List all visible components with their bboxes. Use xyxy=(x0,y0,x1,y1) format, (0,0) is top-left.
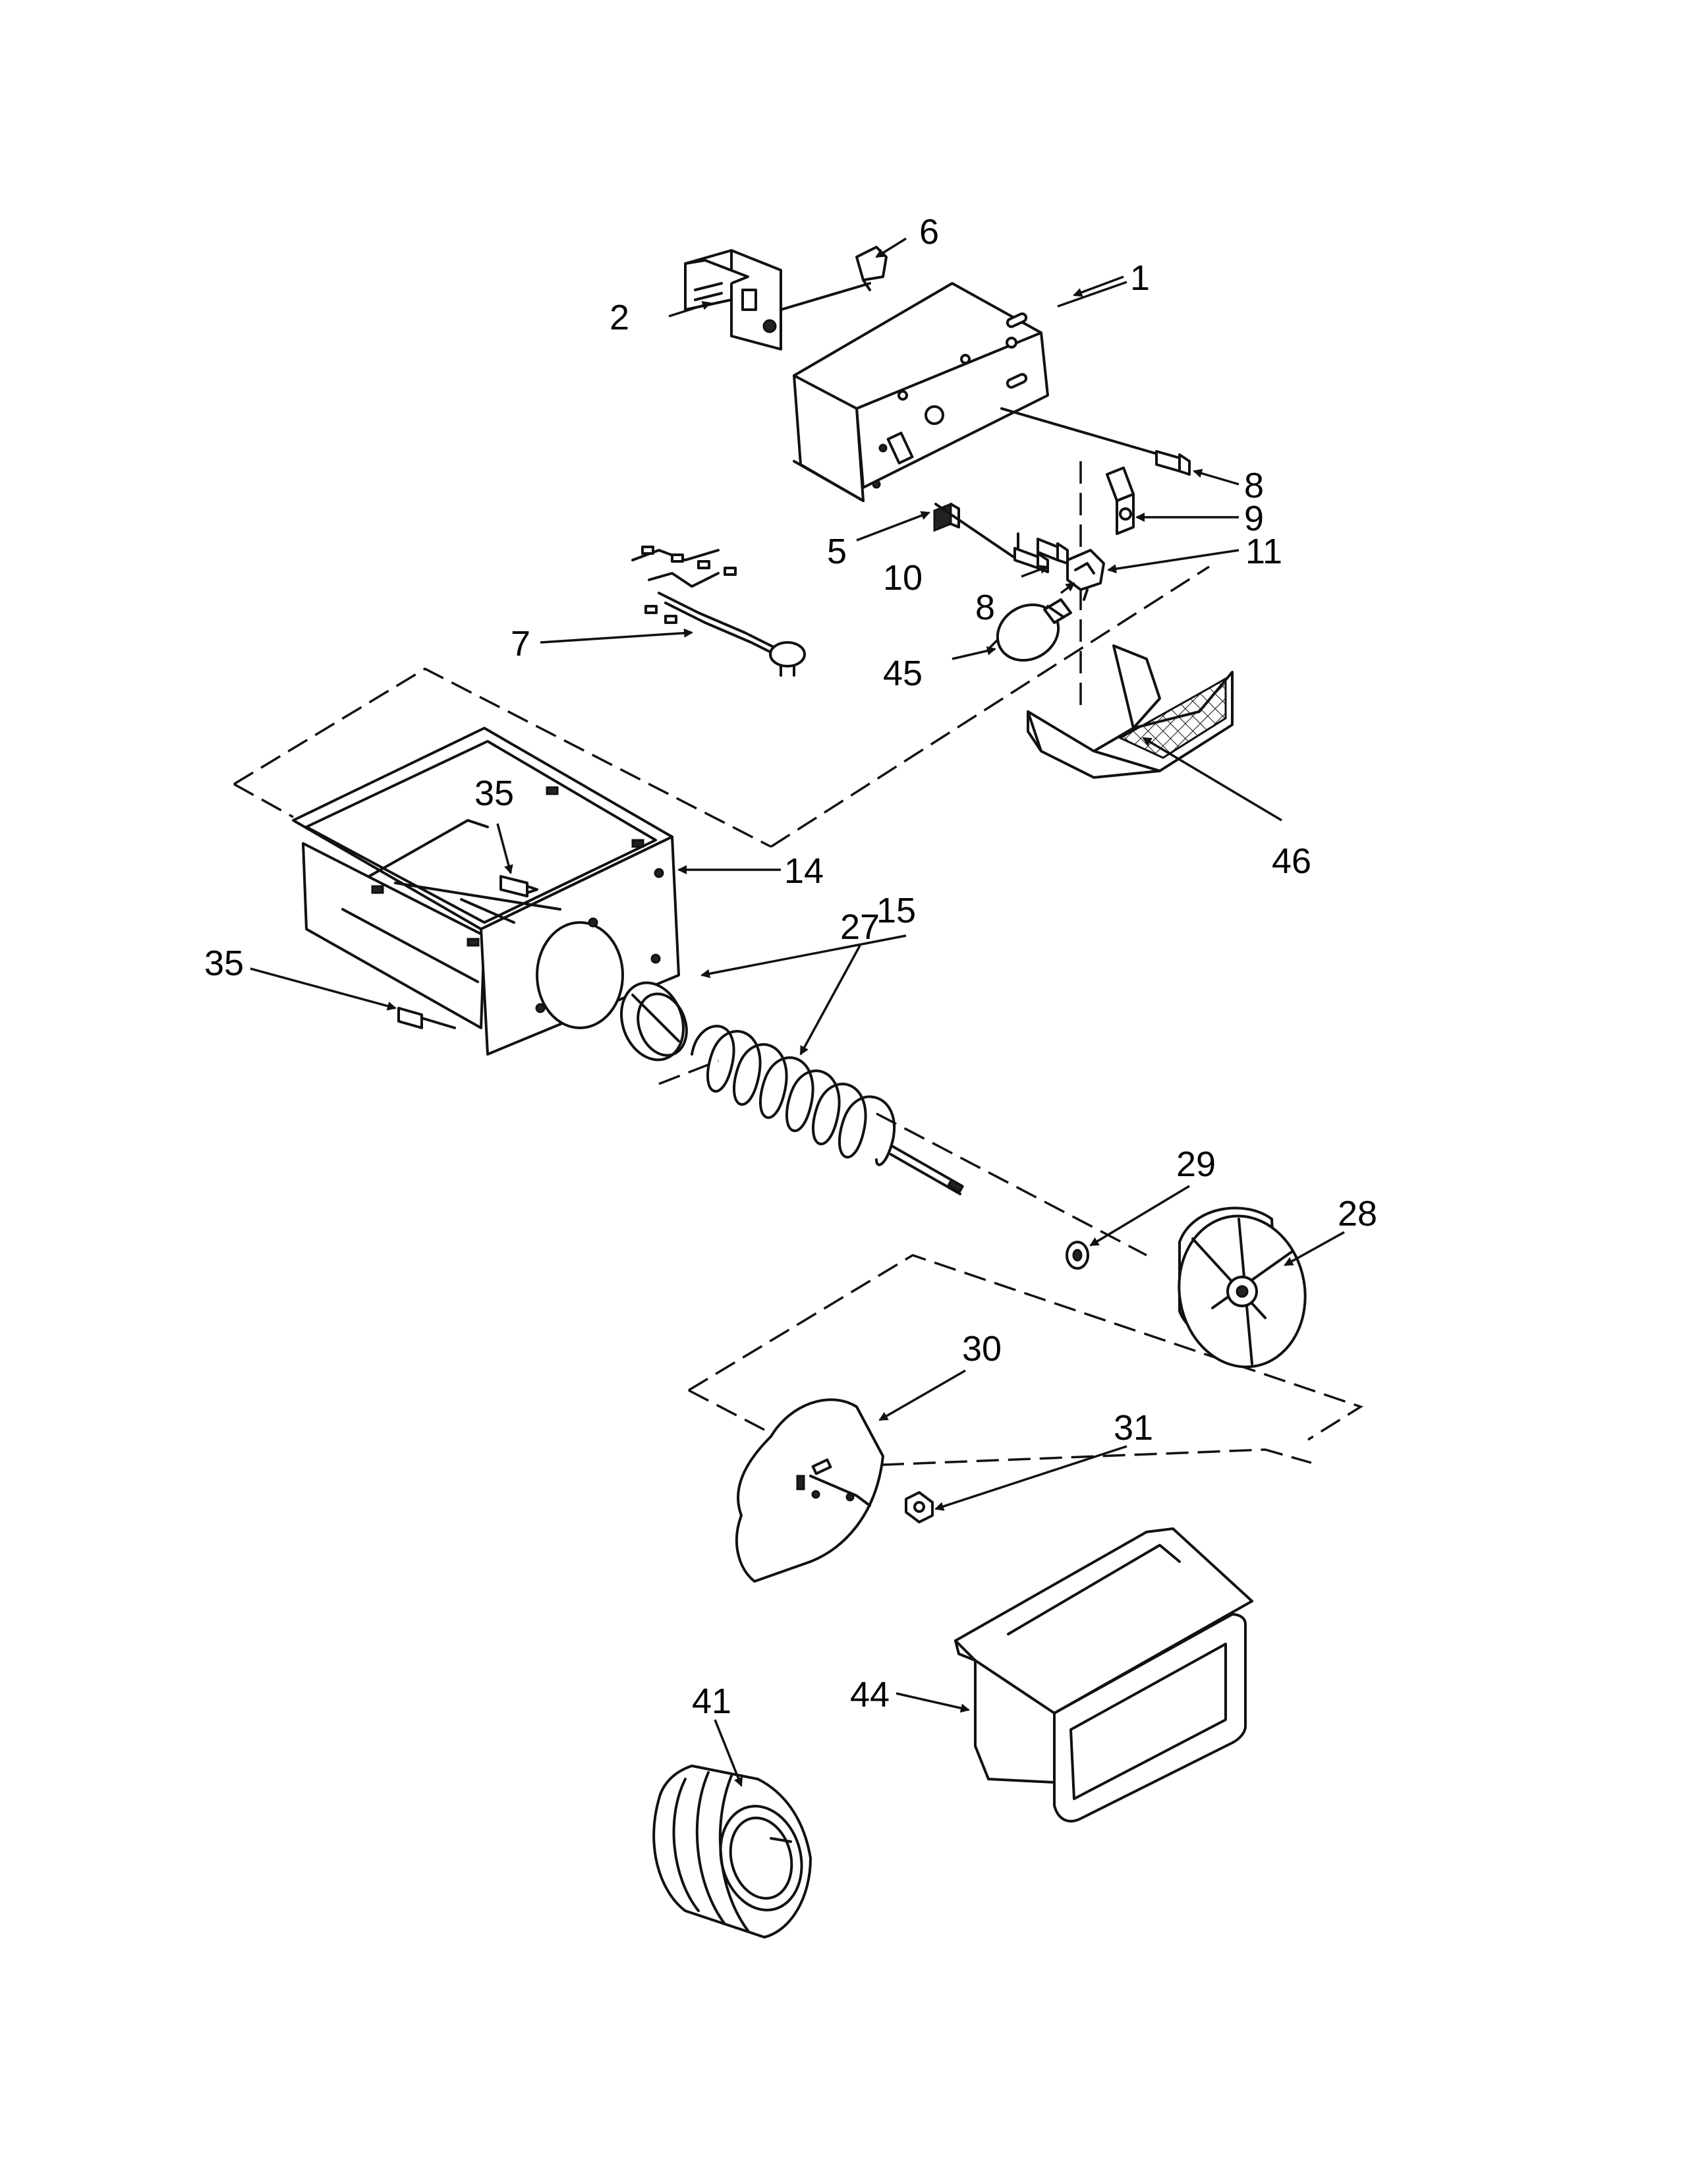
callout-1: 1 xyxy=(1130,258,1150,298)
grille xyxy=(1027,644,1234,779)
callout-2: 2 xyxy=(610,298,629,337)
callout-6: 6 xyxy=(919,212,939,252)
lamp-socket xyxy=(1066,549,1105,601)
callout-labels: 1 2 5 6 7 8 9 11 10 8 45 46 35 14 15 27 … xyxy=(204,212,1377,1721)
auger-coil xyxy=(691,1025,965,1195)
callout-10: 10 xyxy=(883,558,923,598)
callout-31: 31 xyxy=(1114,1408,1153,1448)
callout-30: 30 xyxy=(962,1329,1002,1369)
screw-35-inner xyxy=(499,875,538,897)
callout-9: 9 xyxy=(1244,499,1264,538)
chute-cover xyxy=(954,1527,1253,1823)
screw-middle xyxy=(934,503,1069,565)
callout-8-upper: 8 xyxy=(1244,466,1264,505)
callout-35-inner: 35 xyxy=(474,774,514,813)
callout-11: 11 xyxy=(1245,532,1282,571)
callout-8-lower: 8 xyxy=(975,588,995,627)
mounting-plate xyxy=(735,1398,884,1583)
callout-41: 41 xyxy=(692,1682,731,1721)
callout-35-outer: 35 xyxy=(204,944,244,983)
callout-7: 7 xyxy=(511,624,530,664)
callout-46: 46 xyxy=(1272,841,1311,881)
callout-5: 5 xyxy=(827,532,847,571)
callout-15: 15 xyxy=(876,891,916,930)
callout-27: 27 xyxy=(840,907,880,947)
motor xyxy=(684,249,871,351)
housing xyxy=(292,727,680,1056)
washer xyxy=(1066,1241,1089,1270)
assembly-outline-upper xyxy=(233,461,1210,848)
callout-14: 14 xyxy=(784,851,824,891)
blade-housing xyxy=(1178,1206,1307,1369)
bracket xyxy=(1106,467,1135,535)
nut xyxy=(905,1491,934,1523)
assembly-outline-lower xyxy=(658,1060,1364,1467)
light-bulb xyxy=(996,598,1072,662)
callout-29: 29 xyxy=(1176,1145,1216,1184)
wire-harness xyxy=(631,546,806,677)
auger-tube xyxy=(652,1765,812,1938)
screw-35-outer xyxy=(397,1007,456,1029)
callout-45: 45 xyxy=(883,654,923,693)
screw-upper xyxy=(1000,407,1191,476)
callout-44: 44 xyxy=(850,1675,890,1714)
control-housing xyxy=(793,282,1049,502)
leader-arrows xyxy=(250,237,1345,1787)
bearing xyxy=(619,981,688,1061)
callout-28: 28 xyxy=(1338,1194,1377,1233)
